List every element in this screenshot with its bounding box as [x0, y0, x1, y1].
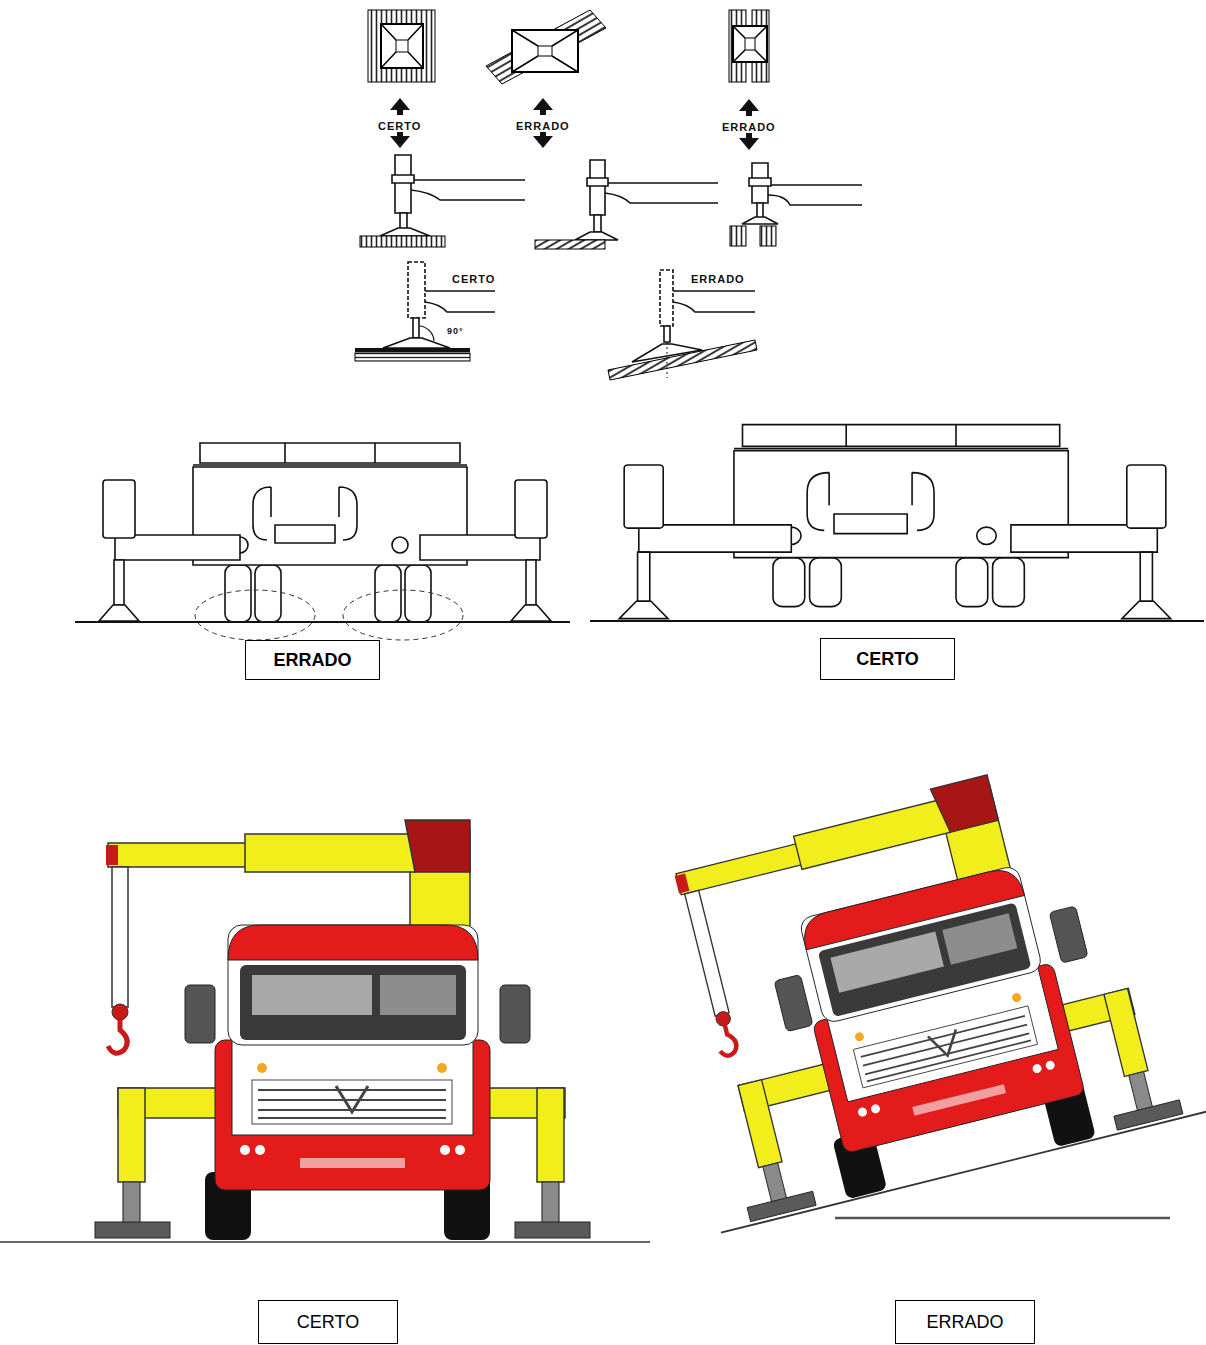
direction-arrow [533, 131, 553, 148]
direction-arrow [390, 98, 410, 115]
direction-arrow [390, 131, 410, 148]
jack-side-view [380, 228, 430, 236]
direction-arrow [390, 98, 759, 150]
label-box: ERRADO [895, 1300, 1035, 1344]
pad-level-view [664, 326, 670, 342]
pad-level-view [355, 353, 470, 361]
annotation-label: CERTO [377, 120, 422, 132]
jack-side-view [535, 240, 605, 249]
ground-line [75, 621, 570, 623]
crane-truck-level [95, 820, 590, 1240]
box-label: CERTO [856, 649, 919, 670]
box-label: ERRADO [273, 650, 351, 671]
box-label: ERRADO [926, 1312, 1003, 1333]
pad-top-view [396, 40, 408, 52]
jack-side-view [768, 185, 862, 205]
annotation-label: 90° [446, 327, 465, 337]
jack-side-view [360, 236, 445, 247]
pad-top-view [486, 10, 606, 84]
pad-level-view [673, 291, 755, 312]
direction-arrow [739, 99, 759, 116]
jack-side-view [590, 160, 605, 215]
jack-side-view [392, 175, 414, 183]
pad-level-view [667, 342, 668, 378]
pad-level-view [660, 270, 673, 326]
pad-top-view [512, 30, 578, 72]
pad-level-view [425, 291, 495, 312]
jack-side-view [594, 215, 601, 232]
jack-side-view [605, 183, 718, 203]
rig-wheels-lifted [773, 558, 805, 607]
annotation-label: ERRADO [515, 120, 571, 132]
jack-side-view [757, 203, 763, 218]
ground-line [590, 620, 1204, 622]
pad-top-view [538, 46, 552, 56]
crane-truck-tilted [660, 749, 1184, 1224]
jack-side-view [760, 226, 776, 246]
rig-wheels-on-ground [99, 443, 551, 621]
annotation-label: CERTO [451, 273, 496, 285]
label-box: CERTO [258, 1300, 398, 1344]
annotation-label: ERRADO [721, 121, 777, 133]
rig-wheels-lifted [993, 558, 1025, 607]
jack-side-view [411, 180, 525, 200]
label-box: ERRADO [245, 640, 380, 680]
pad-level-view [413, 318, 419, 338]
pad-level-view [608, 340, 757, 380]
label-box: CERTO [820, 638, 955, 680]
jack-side-view [742, 217, 778, 224]
rig-wheels-on-ground [405, 565, 431, 622]
ground-line [835, 1217, 1170, 1220]
pad-level-view [383, 338, 450, 348]
rig-wheels-on-ground [99, 443, 551, 640]
pad-level-view [355, 262, 757, 380]
jack-side-view [730, 226, 746, 246]
crane-truck-tilted [629, 738, 1206, 1233]
box-label: CERTO [297, 1312, 359, 1333]
pad-top-view [733, 26, 767, 62]
pad-top-view [733, 26, 767, 62]
pad-level-view [355, 348, 470, 352]
direction-arrow [533, 98, 553, 115]
pad-top-view [745, 38, 755, 50]
rig-wheels-on-ground [375, 565, 401, 622]
jack-side-view [749, 178, 771, 186]
pad-top-view [512, 30, 578, 72]
pad-top-view [381, 24, 423, 68]
jack-side-view [587, 178, 608, 186]
rig-wheels-lifted [956, 558, 988, 607]
rig-wheels-on-ground [343, 590, 463, 640]
rig-wheels-on-ground [195, 590, 315, 640]
jack-side-view [360, 155, 862, 249]
rig-wheels-on-ground [225, 565, 251, 622]
rig-wheels-lifted [619, 425, 1170, 619]
jack-side-view [395, 155, 411, 213]
ground-line [0, 1241, 650, 1243]
annotation-label: ERRADO [690, 273, 746, 285]
direction-arrow [739, 133, 759, 150]
pad-top-view [368, 10, 769, 84]
rig-wheels-lifted [810, 558, 842, 607]
pad-level-view [408, 262, 425, 318]
pad-top-view [368, 10, 435, 82]
pad-level-view [420, 326, 434, 341]
pad-top-view [381, 24, 423, 68]
jack-side-view [575, 232, 618, 240]
rig-wheels-on-ground [255, 565, 281, 622]
crane-truck-tilted [721, 1106, 1206, 1232]
rig-wheels-lifted [619, 425, 1170, 619]
